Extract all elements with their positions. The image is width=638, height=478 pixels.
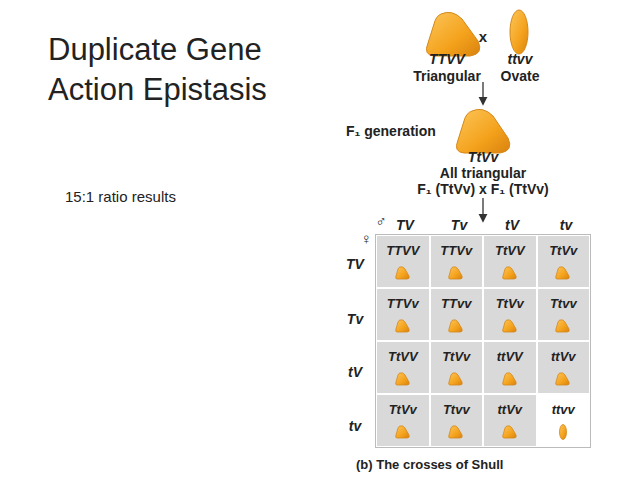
- triangular-icon: [449, 426, 463, 438]
- seed-icon: [395, 265, 411, 281]
- cross-arrow: [482, 82, 483, 104]
- genotype-text: ttVv: [538, 349, 590, 364]
- punnett-cell: TtVV: [483, 235, 537, 288]
- genotype-text: TtVV: [377, 349, 429, 364]
- ovate-seed: [510, 10, 528, 54]
- phenotype-label: All triangular: [440, 166, 526, 181]
- cross-symbol: x: [479, 29, 487, 46]
- punnett-cell: TtVV: [376, 341, 430, 394]
- seed-icon: [395, 318, 411, 334]
- punnett-cell: TTVv: [376, 288, 430, 341]
- female-symbol: ♀: [360, 231, 371, 248]
- gamete-header: TV: [346, 257, 364, 272]
- gamete-header: tV: [505, 218, 519, 233]
- punnett-cell: TTVv: [430, 235, 484, 288]
- genotype-text: ttVV: [484, 349, 536, 364]
- cross-label: F₁ (TtVv) x F₁ (TtVv): [417, 182, 548, 197]
- punnett-frame: [376, 235, 591, 448]
- punnett-cell: TtVv: [483, 288, 537, 341]
- genotype-text: TtVv: [538, 243, 590, 258]
- triangular-icon: [449, 320, 463, 332]
- genotype-text: TtVv: [377, 402, 429, 417]
- triangular-icon: [556, 373, 570, 385]
- punnett-cell: ttVV: [483, 341, 537, 394]
- seed-icon: [502, 371, 518, 387]
- genotype-text: ttvv: [538, 402, 590, 417]
- genotype-label: ttvv: [508, 52, 533, 67]
- seed-icon: [502, 318, 518, 334]
- genotype-text: ttVv: [484, 402, 536, 417]
- triangular-icon: [395, 426, 409, 438]
- genotype-text: Ttvv: [431, 402, 483, 417]
- phenotype-label: Triangular: [413, 69, 481, 84]
- seed-icon: [555, 318, 571, 334]
- ovate-icon: [560, 425, 567, 440]
- genotype-label: TTVV: [429, 52, 465, 67]
- genotype-text: TtVV: [484, 243, 536, 258]
- punnett-cell: TTVV: [376, 235, 430, 288]
- triangular-seed: [426, 12, 479, 56]
- triangular-icon: [502, 426, 516, 438]
- genotype-text: TTVv: [377, 296, 429, 311]
- punnett-cell: TtVv: [376, 394, 430, 447]
- triangular-icon: [556, 320, 570, 332]
- punnett-cell: Ttvv: [430, 394, 484, 447]
- seed-icon: [555, 265, 571, 281]
- f1-seed: [456, 109, 509, 153]
- slide-title: Duplicate Gene Action Epistasis: [48, 30, 298, 110]
- triangular-icon: [502, 267, 516, 279]
- triangular-icon: [449, 373, 463, 385]
- selfing-arrow: [482, 198, 483, 221]
- genotype-text: Ttvv: [538, 296, 590, 311]
- punnett-cell: ttVv: [537, 341, 591, 394]
- gamete-header: TV: [396, 218, 414, 233]
- seed-icon: [448, 371, 464, 387]
- punnett-cell: TtVv: [537, 235, 591, 288]
- triangular-icon: [556, 267, 570, 279]
- gamete-header: tv: [349, 419, 361, 434]
- generation-label: F₁ generation: [346, 124, 436, 139]
- genotype-text: TTVV: [377, 243, 429, 258]
- punnett-cell: TTvv: [430, 288, 484, 341]
- gamete-header: tV: [348, 365, 362, 380]
- triangular-icon: [502, 373, 516, 385]
- seed-icon: [555, 424, 571, 440]
- male-symbol: ♂: [375, 213, 386, 230]
- gamete-header: tv: [560, 218, 572, 233]
- triangular-icon: [449, 267, 463, 279]
- seed-icon: [448, 265, 464, 281]
- note-text: 15:1 ratio results: [65, 189, 176, 206]
- genotype-text: TtVv: [484, 296, 536, 311]
- triangular-icon: [395, 267, 409, 279]
- punnett-cell: Ttvv: [537, 288, 591, 341]
- seed-icon: [448, 318, 464, 334]
- figure-caption: (b) The crosses of Shull: [356, 458, 503, 472]
- triangular-icon: [395, 320, 409, 332]
- genotype-text: TTVv: [431, 243, 483, 258]
- seed-icon: [502, 265, 518, 281]
- seed-icon: [502, 424, 518, 440]
- punnett-cell: TtVv: [430, 341, 484, 394]
- gamete-header: Tv: [451, 218, 467, 233]
- punnett-cell: ttvv: [537, 394, 591, 447]
- triangular-icon: [395, 373, 409, 385]
- seed-icon: [395, 371, 411, 387]
- seed-icon: [555, 371, 571, 387]
- gamete-header: Tv: [347, 312, 363, 327]
- phenotype-label: Ovate: [501, 69, 540, 84]
- punnett-cell: ttVv: [483, 394, 537, 447]
- genotype-text: TtVv: [431, 349, 483, 364]
- triangular-icon: [502, 320, 516, 332]
- genotype-text: TTvv: [431, 296, 483, 311]
- genotype-label: TtVv: [468, 150, 498, 165]
- seed-icon: [395, 424, 411, 440]
- seed-icon: [448, 424, 464, 440]
